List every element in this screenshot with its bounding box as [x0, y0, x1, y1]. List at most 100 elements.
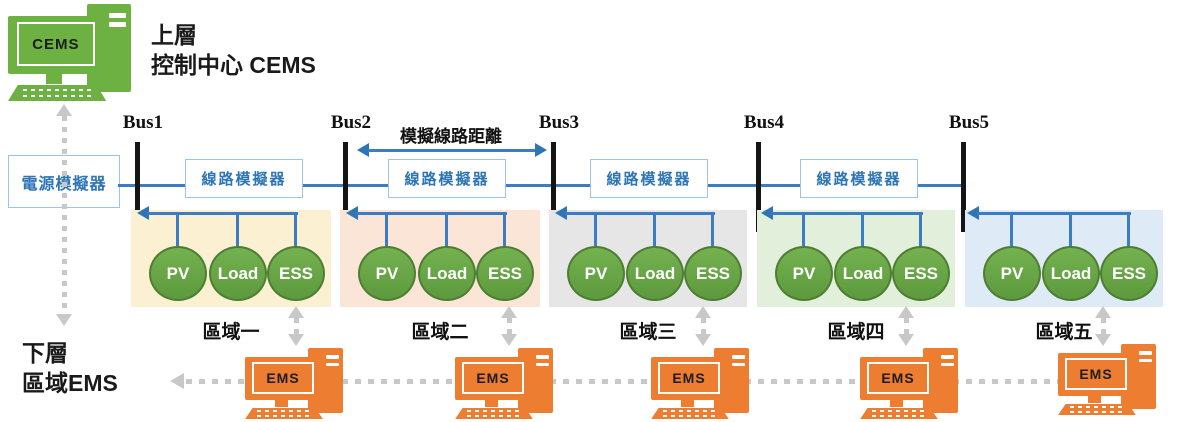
ess-node: ESS [267, 246, 325, 301]
bus2-label: Bus2 [330, 112, 372, 133]
arrow-up-icon [288, 306, 304, 318]
keyboard-icon [651, 407, 729, 420]
bus5-label: Bus5 [948, 112, 990, 133]
ems-computer-icon-3: EMS [651, 347, 751, 420]
pv-node: PV [358, 246, 416, 301]
lower-layer-line1: 下層 [22, 340, 68, 366]
ems-backbone-dotted-line [186, 379, 1058, 384]
arrow-left-icon [346, 206, 358, 220]
keyboard-keys-icon [466, 410, 522, 413]
zone-2-label: 區域二 [411, 321, 469, 343]
zone-feeder-line [977, 212, 1131, 215]
pv-node: PV [775, 246, 833, 301]
ems-screen-label: EMS [461, 361, 525, 395]
arrow-left-icon [170, 373, 184, 389]
zone-1-label: 區域一 [202, 321, 260, 343]
tower-slot-icon [109, 21, 127, 27]
arrow-left-icon [357, 143, 369, 157]
ess-drop-line [503, 212, 506, 246]
ems-screen-label: EMS [1064, 357, 1128, 391]
monitor-stand-icon [681, 399, 694, 407]
arrow-left-icon [967, 206, 979, 220]
pv-drop-line [1010, 212, 1013, 246]
computer-monitor-icon: CEMS [8, 16, 104, 74]
ess-node: ESS [1100, 246, 1158, 301]
ess-node: ESS [892, 246, 950, 301]
load-node: Load [834, 246, 892, 301]
keyboard-keys-icon [256, 414, 312, 417]
ess-drop-line [1127, 212, 1130, 246]
computer-monitor-icon: EMS [1058, 353, 1134, 396]
tower-slot-icon [1138, 350, 1152, 355]
ess-node: ESS [476, 246, 534, 301]
line-simulator-box-3: 線路模擬器 [590, 159, 708, 198]
vertical-dotted-line [903, 318, 909, 334]
keyboard-keys-icon [22, 89, 92, 91]
computer-monitor-icon: EMS [651, 357, 727, 400]
zone-3: PV Load ESS 區域三 [549, 205, 747, 355]
load-node: Load [418, 246, 476, 301]
ems-screen-label: EMS [866, 361, 930, 395]
bus4-label: Bus4 [743, 112, 785, 133]
line-simulator-box-4: 線路模擬器 [800, 159, 918, 198]
zone2-ems-dotted-link [500, 306, 518, 346]
monitor-stand-icon [890, 399, 903, 407]
ems-computer-icon-2: EMS [455, 347, 555, 420]
keyboard-icon [455, 407, 533, 420]
bus3-bar [551, 142, 556, 232]
vertical-dotted-line [1100, 318, 1106, 334]
bus5-bar [961, 142, 966, 232]
tower-slot-icon [940, 362, 954, 367]
arrow-down-icon [288, 334, 304, 346]
keyboard-keys-icon [871, 414, 927, 417]
monitor-stand-icon [45, 74, 63, 84]
pv-node: PV [149, 246, 207, 301]
vertical-dotted-line [61, 116, 67, 314]
load-drop-line [653, 212, 656, 246]
tower-slot-icon [940, 354, 954, 359]
load-node: Load [626, 246, 684, 301]
computer-monitor-icon: EMS [245, 357, 321, 400]
zone-feeder-line [771, 212, 923, 215]
tower-slot-icon [1138, 358, 1152, 363]
load-node: Load [209, 246, 267, 301]
keyboard-keys-icon [871, 410, 927, 413]
pv-drop-line [802, 212, 805, 246]
load-node: Load [1042, 246, 1100, 301]
zone-feeder-line [565, 212, 715, 215]
computer-monitor-icon: EMS [860, 357, 936, 400]
arrow-up-icon [501, 306, 517, 318]
cems-ems-dotted-link [55, 104, 73, 326]
zone-1: PV Load ESS 區域一 [131, 205, 331, 355]
lower-layer-title: 下層 區域EMS [22, 338, 118, 398]
arrow-right-icon [535, 143, 547, 157]
lower-layer-line2: 區域EMS [22, 370, 118, 396]
vertical-dotted-line [506, 318, 512, 334]
arrow-left-icon [761, 206, 773, 220]
monitor-stand-icon [485, 399, 498, 407]
arrow-down-icon [898, 334, 914, 346]
load-drop-line [1069, 212, 1072, 246]
arrow-down-icon [695, 334, 711, 346]
ess-drop-line [919, 212, 922, 246]
arrow-down-icon [501, 334, 517, 346]
ess-drop-line [711, 212, 714, 246]
pv-drop-line [176, 212, 179, 246]
ems-computer-icon-5: EMS [1058, 343, 1158, 416]
zone-5-label: 區域五 [1035, 321, 1093, 343]
bus4-bar [756, 142, 761, 232]
ems-computer-icon-4: EMS [860, 347, 960, 420]
pv-drop-line [385, 212, 388, 246]
ess-drop-line [294, 212, 297, 246]
tower-slot-icon [731, 354, 745, 359]
arrow-up-icon [56, 104, 72, 116]
line-simulator-box-1: 線路模擬器 [185, 159, 303, 198]
keyboard-keys-icon [662, 410, 718, 413]
keyboard-keys-icon [256, 410, 312, 413]
line-distance-arrow [368, 149, 536, 152]
zone1-ems-dotted-link [287, 306, 305, 346]
arrow-left-icon [137, 206, 149, 220]
keyboard-keys-icon [22, 94, 92, 97]
zone-feeder-line [147, 212, 298, 215]
load-drop-line [445, 212, 448, 246]
